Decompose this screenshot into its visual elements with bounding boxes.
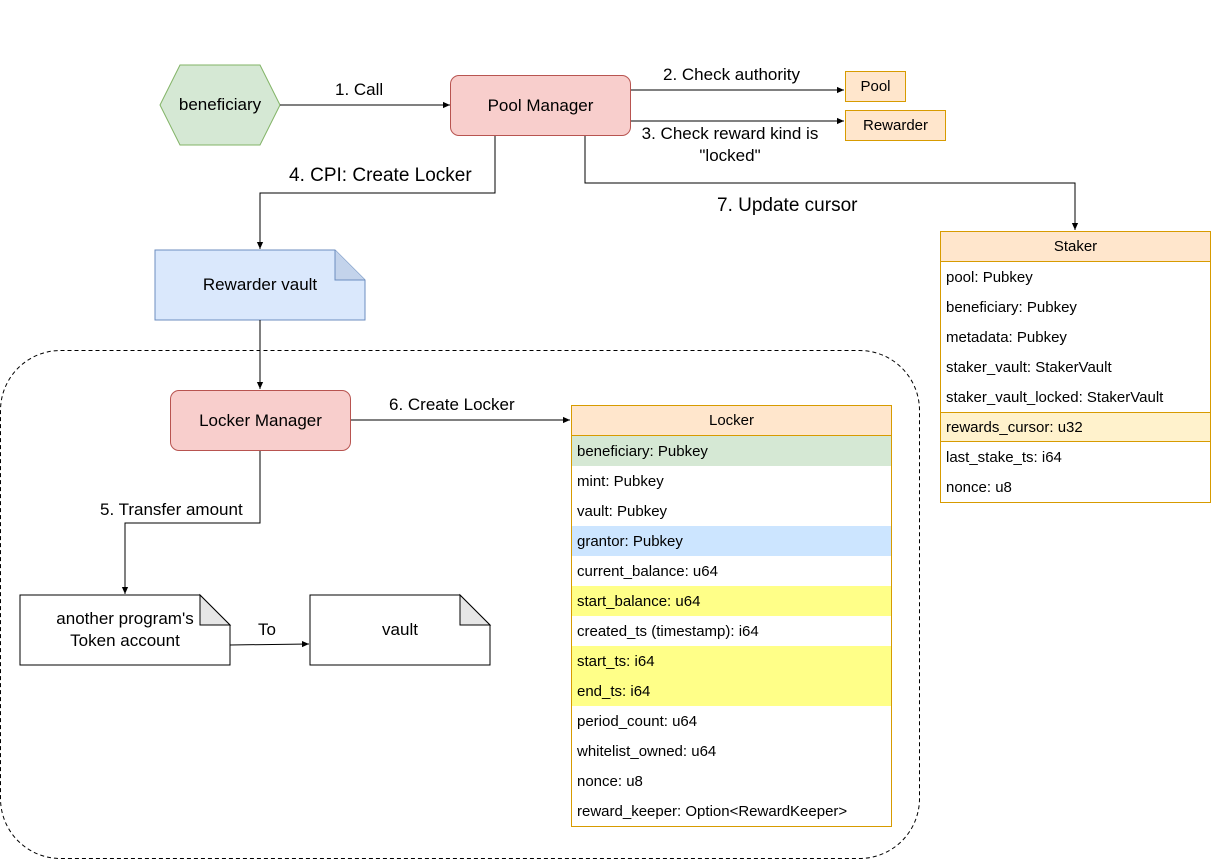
edge-label-call: 1. Call — [335, 80, 384, 99]
rewarder-vault-fold — [334, 250, 365, 281]
token-account-fold — [199, 593, 232, 626]
rewarder-node: Rewarder — [845, 110, 946, 141]
staker-field: last_stake_ts: i64 — [946, 448, 1062, 466]
staker-table-title: Staker — [941, 232, 1210, 262]
locker-field: nonce: u8 — [577, 772, 643, 790]
staker-field: rewards_cursor: u32 — [941, 412, 1210, 442]
staker-field: staker_vault_locked: StakerVault — [946, 388, 1164, 406]
staker-field: pool: Pubkey — [946, 268, 1033, 286]
locker-field: start_balance: u64 — [572, 586, 891, 616]
locker-field: grantor: Pubkey — [572, 526, 891, 556]
edge-label-transfer-amount: 5. Transfer amount — [100, 500, 243, 519]
staker-field: metadata: Pubkey — [946, 328, 1067, 346]
locker-field: period_count: u64 — [577, 712, 698, 730]
vault-label: vault — [382, 620, 418, 639]
locker-field: whitelist_owned: u64 — [577, 742, 717, 760]
pool-manager-node: Pool Manager — [450, 75, 631, 136]
edge-label-to: To — [258, 620, 276, 639]
staker-field: nonce: u8 — [946, 478, 1012, 496]
beneficiary-node: beneficiary — [178, 95, 262, 114]
locker-field: end_ts: i64 — [572, 676, 891, 706]
staker-field: staker_vault: StakerVault — [946, 358, 1112, 376]
pool-node: Pool — [845, 71, 906, 102]
locker-field: beneficiary: Pubkey — [572, 436, 891, 466]
locker-field: mint: Pubkey — [577, 472, 664, 490]
edge-label-check-authority: 2. Check authority — [663, 65, 801, 84]
locker-manager-node: Locker Manager — [170, 390, 351, 451]
edge-label-update-cursor: 7. Update cursor — [717, 195, 858, 216]
locker-region — [0, 350, 920, 859]
rewarder-vault-label: Rewarder vault — [202, 275, 318, 294]
edge-label-check-reward-kind: 3. Check reward kind is "locked" — [641, 124, 819, 165]
locker-table-title: Locker — [572, 406, 891, 436]
locker-field: current_balance: u64 — [577, 562, 718, 580]
locker-field: start_ts: i64 — [572, 646, 891, 676]
locker-table: Locker beneficiary: Pubkey mint: Pubkey … — [571, 405, 892, 827]
locker-field: created_ts (timestamp): i64 — [577, 622, 759, 640]
vault-note — [309, 594, 491, 666]
staker-table: Staker pool: Pubkey beneficiary: Pubkey … — [940, 231, 1211, 503]
staker-field: beneficiary: Pubkey — [946, 298, 1077, 316]
locker-field: vault: Pubkey — [577, 502, 668, 520]
edge-cpi-create-locker — [256, 135, 496, 249]
edge-label-cpi-create-locker: 4. CPI: Create Locker — [289, 165, 472, 186]
beneficiary-hexagon — [159, 64, 281, 146]
vault-fold — [459, 593, 492, 626]
token-account-label: another program's Token account — [56, 609, 194, 650]
edge-update-cursor — [584, 135, 1079, 230]
edge-label-create-locker: 6. Create Locker — [389, 395, 515, 414]
edge-transfer-amount — [121, 450, 261, 594]
rewarder-vault-note — [154, 249, 366, 321]
edge-to — [229, 640, 310, 648]
locker-field: reward_keeper: Option<RewardKeeper> — [577, 802, 848, 820]
